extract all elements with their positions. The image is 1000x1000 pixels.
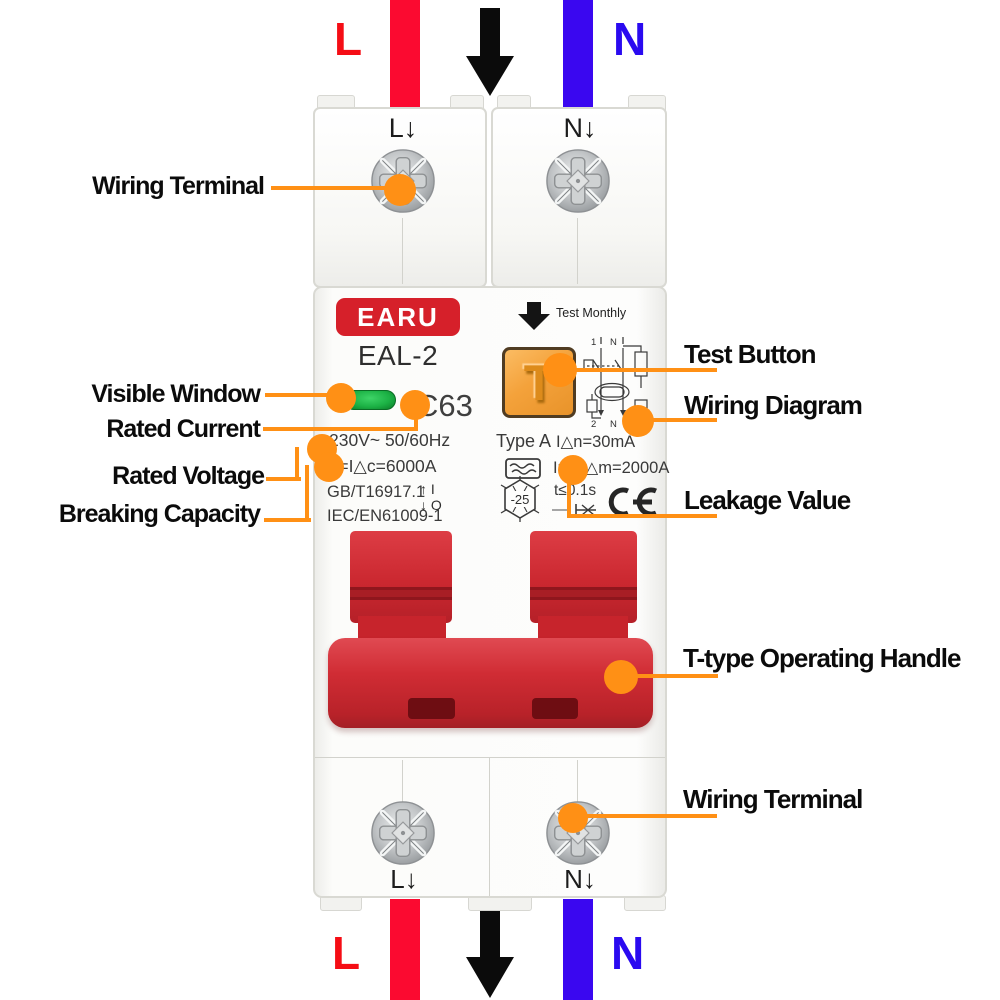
on-arrow-icon: ↑ bbox=[420, 481, 427, 497]
temperature-hexagon-icon: -25 bbox=[500, 476, 540, 522]
callout-t-type-operating-handle: T-type Operating Handle bbox=[683, 643, 961, 673]
handle-lever-right bbox=[530, 531, 637, 623]
brand-logo: EARU bbox=[336, 298, 460, 336]
callout-breaking-capacity: Breaking Capacity bbox=[58, 500, 261, 528]
terminal-screw-top-right bbox=[545, 148, 611, 214]
temperature-value: -25 bbox=[511, 492, 530, 507]
callout-leakage-value: Leakage Value bbox=[684, 485, 851, 515]
callout-visible-window: Visible Window bbox=[91, 380, 261, 408]
brand-logo-text: EARU bbox=[357, 301, 439, 332]
standard-gb-marking: GB/T16917.1 bbox=[327, 483, 426, 501]
ce-mark-icon bbox=[608, 487, 657, 517]
t-type-operating-handle bbox=[328, 638, 653, 728]
on-mark: I bbox=[430, 481, 435, 497]
mini-diagram-label-n-bottom: N bbox=[610, 419, 617, 429]
mini-diagram-label-n-top: N bbox=[610, 337, 617, 348]
mini-diagram-label-2: 2 bbox=[591, 419, 596, 429]
surge-wave-icon bbox=[505, 458, 541, 479]
live-wire-top bbox=[390, 0, 420, 113]
neutral-label-bottom: N bbox=[611, 927, 644, 979]
terminal-label-bottom-neutral: N↓ bbox=[564, 864, 596, 894]
callout-wiring-terminal-bottom: Wiring Terminal bbox=[683, 784, 863, 814]
live-label-bottom: L bbox=[332, 927, 360, 979]
residual-current-marking: I△n=30mA bbox=[556, 433, 636, 451]
callout-rated-current: Rated Current bbox=[106, 415, 261, 443]
neutral-label-top: N bbox=[613, 13, 646, 65]
terminal-label-bottom-live: L↓ bbox=[390, 864, 418, 894]
terminal-label-top-neutral: N↓ bbox=[563, 113, 597, 143]
off-arrow-icon: ↓ bbox=[420, 497, 427, 513]
live-label-top: L bbox=[334, 13, 362, 65]
neutral-wire-bottom bbox=[563, 899, 593, 1000]
standard-iec-marking: IEC/EN61009-1 bbox=[327, 507, 443, 525]
terminal-screw-bottom-left bbox=[370, 800, 436, 866]
breaking-capacity-marking: Inc=I△c=6000A bbox=[315, 456, 437, 476]
trip-time-marking: t≤0.1s bbox=[554, 482, 597, 499]
wiring-diagram-schematic: 1 N 2 N bbox=[583, 337, 648, 429]
model-number: EAL-2 bbox=[357, 340, 439, 371]
callout-wiring-diagram: Wiring Diagram bbox=[684, 390, 863, 420]
flow-arrow-bottom-icon bbox=[466, 905, 514, 998]
neutral-wire-top bbox=[563, 0, 593, 113]
test-monthly-arrow-icon bbox=[518, 302, 550, 330]
callout-wiring-terminal-top: Wiring Terminal bbox=[92, 172, 265, 200]
callout-test-button: Test Button bbox=[684, 339, 816, 369]
flow-arrow-top-icon bbox=[466, 8, 514, 96]
rated-voltage-marking: 230V~ 50/60Hz bbox=[329, 430, 451, 450]
live-wire-bottom bbox=[390, 899, 420, 1000]
mini-diagram-label-1: 1 bbox=[591, 337, 596, 348]
callout-rated-voltage: Rated Voltage bbox=[112, 462, 265, 490]
type-marking: Type A bbox=[496, 431, 552, 451]
on-off-marks: ↑ I ↓ O bbox=[420, 481, 442, 513]
handle-lever-left bbox=[350, 531, 452, 623]
off-mark: O bbox=[430, 497, 442, 513]
test-monthly-text: Test Monthly bbox=[556, 306, 627, 320]
terminal-label-top-live: L↓ bbox=[388, 113, 418, 143]
